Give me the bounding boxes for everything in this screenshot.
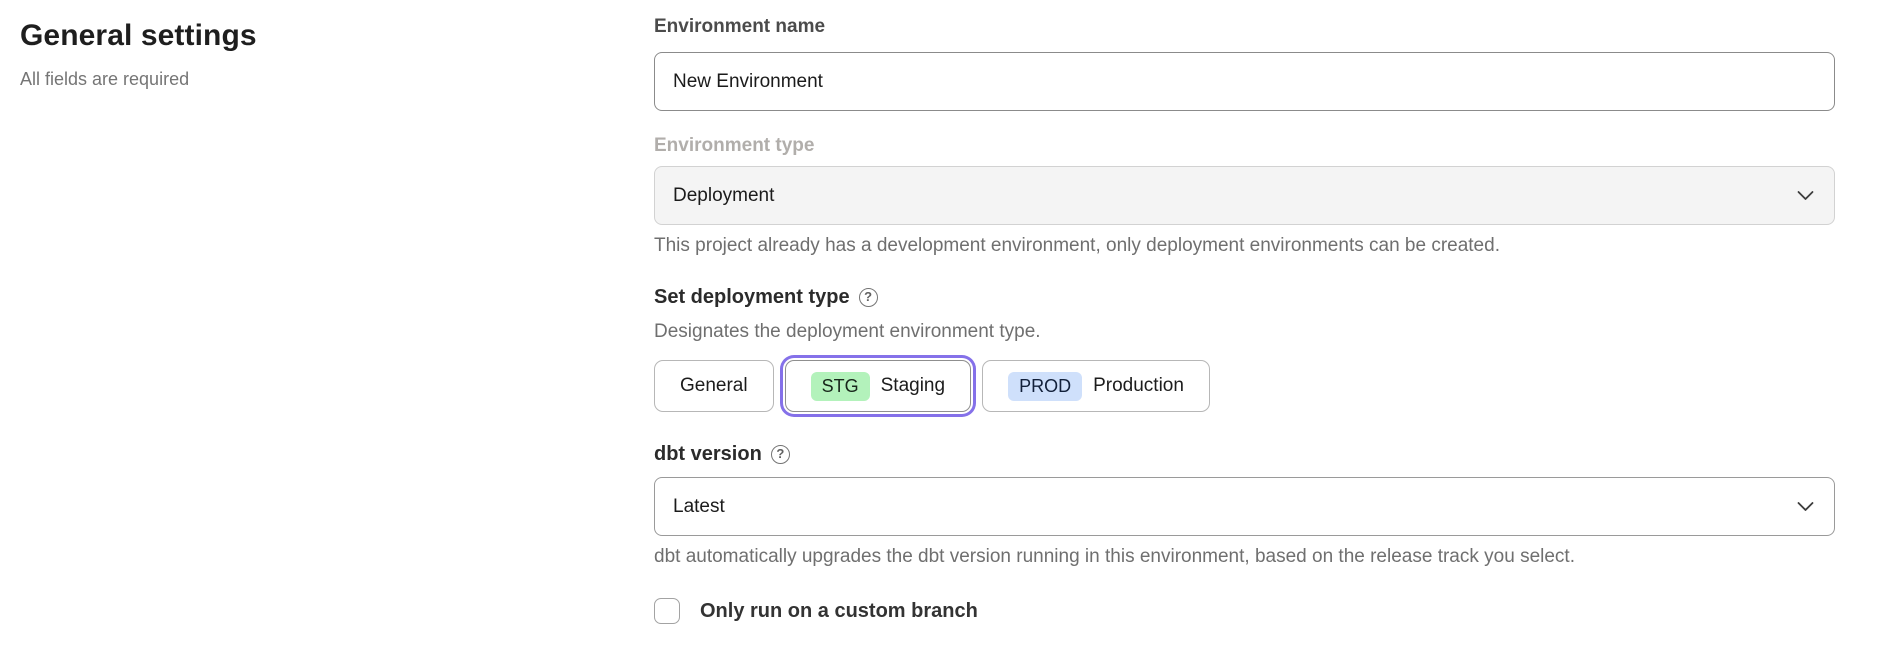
production-badge: PROD: [1008, 371, 1083, 401]
deployment-type-heading-text: Set deployment type: [654, 286, 850, 308]
deployment-type-heading: Set deployment type ?: [654, 285, 1835, 309]
dbt-version-helper: dbt automatically upgrades the dbt versi…: [654, 546, 1575, 567]
environment-name-input[interactable]: [654, 52, 1835, 111]
custom-branch-label[interactable]: Only run on a custom branch: [700, 600, 978, 622]
custom-branch-checkbox[interactable]: [654, 598, 680, 624]
page-subtitle: All fields are required: [20, 69, 190, 89]
custom-branch-row: Only run on a custom branch: [654, 598, 1835, 624]
option-label: Staging: [880, 375, 946, 396]
environment-type-label: Environment type: [654, 135, 815, 156]
deployment-type-options: General STG Staging PROD Production: [654, 360, 1835, 412]
dbt-version-heading-text: dbt version: [654, 443, 762, 465]
help-icon[interactable]: ?: [770, 444, 790, 464]
settings-header: General settings All fields are required: [0, 0, 654, 660]
environment-type-value: Deployment: [673, 184, 775, 206]
deployment-type-option-general[interactable]: General: [654, 360, 774, 412]
dbt-version-value: Latest: [673, 495, 725, 517]
deployment-type-option-staging[interactable]: STG Staging: [784, 360, 972, 412]
option-label: Production: [1093, 375, 1184, 396]
page-title: General settings: [20, 19, 257, 52]
chevron-down-icon: [1797, 501, 1814, 512]
general-settings-form: Environment name Environment type Deploy…: [654, 0, 1835, 660]
deployment-type-description: Designates the deployment environment ty…: [654, 321, 1041, 342]
environment-type-helper: This project already has a development e…: [654, 235, 1500, 256]
option-label: General: [680, 375, 748, 396]
dbt-version-select[interactable]: Latest: [654, 477, 1835, 536]
help-icon[interactable]: ?: [858, 287, 878, 307]
chevron-down-icon: [1797, 190, 1814, 201]
deployment-type-option-production[interactable]: PROD Production: [982, 360, 1210, 412]
staging-badge: STG: [810, 371, 870, 401]
dbt-version-heading: dbt version ?: [654, 442, 1835, 466]
environment-name-label: Environment name: [654, 16, 826, 37]
environment-type-select: Deployment: [654, 166, 1835, 225]
